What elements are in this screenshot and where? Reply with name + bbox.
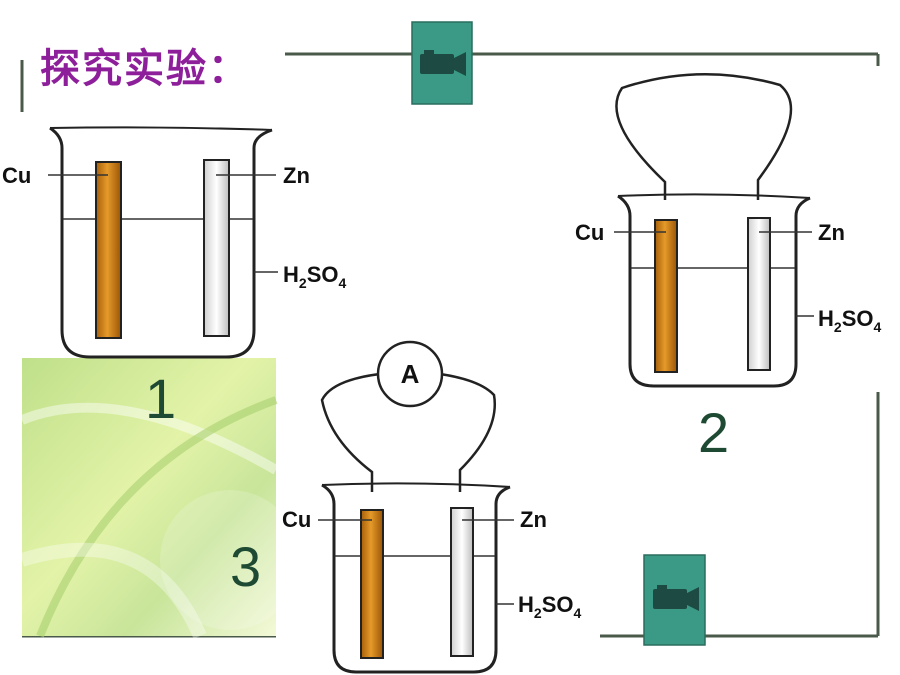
video-camera-icon — [653, 585, 699, 611]
acid-label: H2SO4 — [518, 592, 581, 621]
ammeter-label: A — [401, 359, 420, 389]
ammeter: A — [376, 340, 444, 408]
copper-electrode — [95, 161, 122, 339]
experiment-1: Cu Zn H2SO4 1 — [2, 126, 346, 430]
decorative-green-panel — [19, 358, 300, 639]
page-title: 探究实验： — [40, 46, 250, 92]
cu-label: Cu — [575, 220, 604, 245]
experiment-number: 3 — [230, 535, 261, 598]
beaker — [617, 193, 811, 388]
connecting-wire — [439, 372, 496, 492]
beaker — [321, 482, 511, 674]
zn-label: Zn — [818, 220, 845, 245]
video-camera-icon — [420, 50, 466, 76]
cu-label: Cu — [282, 507, 311, 532]
experiment-2: Cu Zn H2SO4 2 — [575, 72, 881, 464]
acid-label: H2SO4 — [283, 262, 346, 291]
copper-electrode — [654, 219, 678, 373]
experiment-number: 1 — [145, 367, 176, 430]
zinc-electrode — [203, 159, 230, 337]
zn-label: Zn — [283, 163, 310, 188]
zn-label: Zn — [520, 507, 547, 532]
connecting-wire — [615, 72, 793, 200]
acid-label: H2SO4 — [818, 306, 881, 335]
beaker — [49, 126, 273, 359]
zinc-electrode — [747, 217, 771, 371]
video-button-top[interactable] — [411, 21, 473, 105]
experiment-number: 2 — [698, 401, 729, 464]
copper-electrode — [360, 509, 384, 659]
experiment-3: A Cu Zn H2SO4 3 — [230, 340, 581, 674]
video-button-bottom[interactable] — [643, 554, 706, 646]
cu-label: Cu — [2, 163, 31, 188]
zinc-electrode — [450, 507, 474, 657]
connecting-wire — [320, 372, 381, 492]
